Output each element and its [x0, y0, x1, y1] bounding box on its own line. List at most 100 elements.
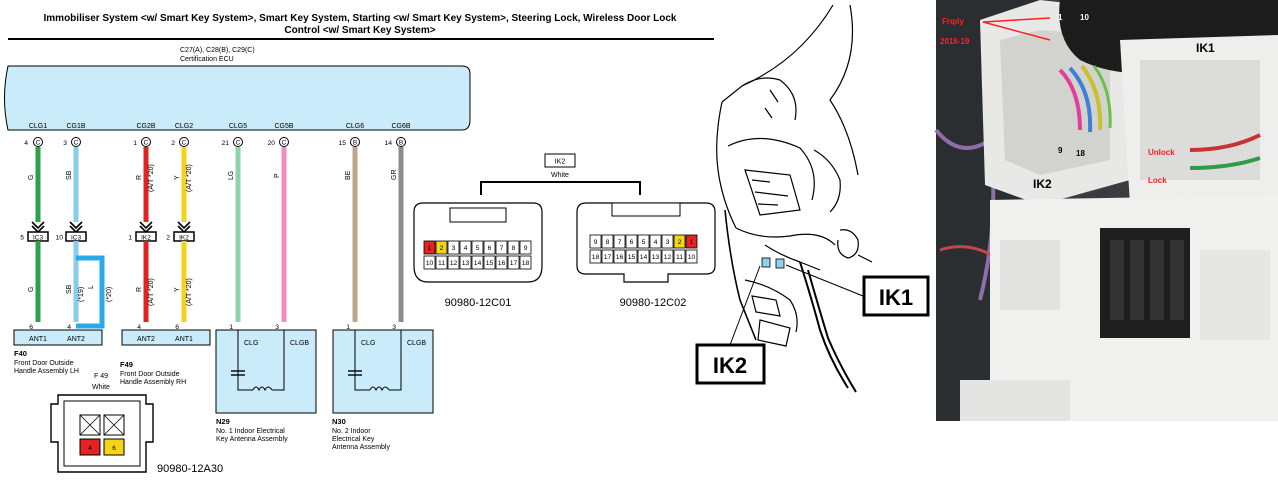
ik2-pin: 14 [471, 255, 484, 270]
svg-text:CLGB: CLGB [290, 340, 309, 347]
wire-label: Y [174, 175, 181, 180]
ik2-pin: 2 [435, 240, 448, 255]
svg-text:9: 9 [594, 239, 598, 246]
svg-text:Frqıly: Frqıly [942, 17, 964, 26]
ecu-terminal: CG6B 14 B [384, 123, 411, 147]
svg-text:IK1: IK1 [1196, 41, 1215, 55]
svg-text:10: 10 [426, 260, 434, 267]
ik2-pin: 3 [661, 234, 674, 249]
wire-note: (A/T *20) [148, 278, 155, 306]
svg-text:90980-12A30: 90980-12A30 [157, 463, 223, 475]
svg-text:4: 4 [24, 140, 28, 147]
svg-text:N29: N29 [216, 417, 230, 426]
svg-text:1: 1 [1058, 13, 1063, 22]
ecu-box [4, 65, 471, 131]
wire-note: (A/T *20) [186, 278, 193, 306]
svg-text:8: 8 [606, 239, 610, 246]
ik2-pin: 14 [637, 249, 650, 264]
wire-label: G [28, 175, 35, 180]
ik2-pin: 12 [447, 255, 460, 270]
svg-text:IK2: IK2 [1033, 177, 1052, 191]
svg-text:6: 6 [630, 239, 634, 246]
svg-text:ANT1: ANT1 [29, 336, 47, 343]
svg-text:C: C [182, 140, 187, 147]
ik2-pin: 11 [673, 249, 686, 264]
svg-text:Lock: Lock [1148, 176, 1167, 185]
svg-text:3: 3 [275, 324, 279, 331]
svg-text:CLG2: CLG2 [175, 123, 193, 130]
svg-text:IC3: IC3 [33, 235, 44, 242]
svg-text:18: 18 [592, 254, 600, 261]
svg-text:F40: F40 [14, 349, 27, 358]
ecu-connectors: C27(A), C28(B), C29(C) [180, 47, 255, 54]
wire-label: BE [345, 170, 352, 180]
svg-text:21: 21 [221, 140, 229, 147]
svg-text:Front Door Outside: Front Door Outside [120, 371, 180, 378]
component-n29: 1 3 CLG CLGB N29 No. 1 Indoor Electrical… [215, 324, 317, 443]
svg-text:15: 15 [486, 260, 494, 267]
svg-text:6: 6 [112, 445, 116, 452]
wire-label: R [136, 175, 143, 180]
ik2-pin: 5 [637, 234, 650, 249]
wire-note: (*19) [78, 287, 85, 302]
svg-text:6: 6 [488, 245, 492, 252]
ik2-pin: 2 [673, 234, 686, 249]
svg-text:1: 1 [346, 324, 350, 331]
svg-text:12: 12 [664, 254, 672, 261]
svg-text:CG6B: CG6B [391, 123, 410, 130]
ik2-pin: 16 [613, 249, 626, 264]
svg-text:IK2: IK2 [713, 353, 747, 378]
svg-text:11: 11 [676, 254, 683, 261]
wire-label: G [28, 287, 35, 292]
ik2-pin: 18 [519, 255, 532, 270]
svg-text:Front Door Outside: Front Door Outside [14, 360, 74, 367]
ecu-terminal: CG1B 3 C [63, 123, 86, 147]
svg-text:C: C [282, 140, 287, 147]
svg-text:2: 2 [440, 245, 444, 252]
svg-text:IK1: IK1 [879, 285, 913, 310]
svg-text:C: C [36, 140, 41, 147]
svg-text:ANT2: ANT2 [137, 336, 155, 343]
ecu-terminal: CLG5 21 C [221, 123, 247, 147]
svg-text:1: 1 [128, 235, 132, 242]
svg-text:C: C [236, 140, 241, 147]
svg-text:6: 6 [175, 324, 179, 331]
ik2-pin: 13 [459, 255, 472, 270]
ik2-pin: 6 [483, 240, 496, 255]
svg-text:IC3: IC3 [71, 235, 82, 242]
svg-text:16: 16 [616, 254, 624, 261]
svg-text:5: 5 [20, 235, 24, 242]
svg-text:5: 5 [476, 245, 480, 252]
svg-text:15: 15 [628, 254, 636, 261]
svg-text:IK2: IK2 [141, 235, 151, 242]
svg-text:8: 8 [512, 245, 516, 252]
svg-text:10: 10 [1080, 13, 1089, 22]
svg-text:Handle Assembly LH: Handle Assembly LH [14, 368, 79, 375]
svg-text:4: 4 [67, 324, 71, 331]
svg-text:13: 13 [462, 260, 470, 267]
wire-note: (A/T *20) [148, 164, 155, 192]
svg-text:Electrical Key: Electrical Key [332, 436, 375, 443]
svg-text:Antenna Assembly: Antenna Assembly [332, 444, 390, 451]
ik2-pin: 10 [685, 249, 698, 264]
svg-text:3: 3 [392, 324, 396, 331]
svg-text:CG5B: CG5B [274, 123, 293, 130]
wire-label: GR [391, 170, 398, 181]
svg-text:Key Antenna Assembly: Key Antenna Assembly [216, 436, 288, 443]
svg-text:18: 18 [522, 260, 530, 267]
svg-text:CLG: CLG [244, 340, 258, 347]
ik2-pin: 16 [495, 255, 508, 270]
svg-text:Handle Assembly RH: Handle Assembly RH [120, 379, 186, 386]
svg-text:14: 14 [384, 140, 392, 147]
ecu-terminal: CLG1 4 C [24, 123, 47, 147]
svg-text:CLG5: CLG5 [229, 123, 247, 130]
ik2-pin: 5 [471, 240, 484, 255]
ik2-leader [729, 265, 761, 346]
location-drawing [716, 4, 873, 393]
ik2-pin: 8 [601, 234, 614, 249]
ik2-pin: 18 [589, 249, 602, 264]
wire-label: SB [66, 170, 73, 180]
ik2-pin: 9 [589, 234, 602, 249]
